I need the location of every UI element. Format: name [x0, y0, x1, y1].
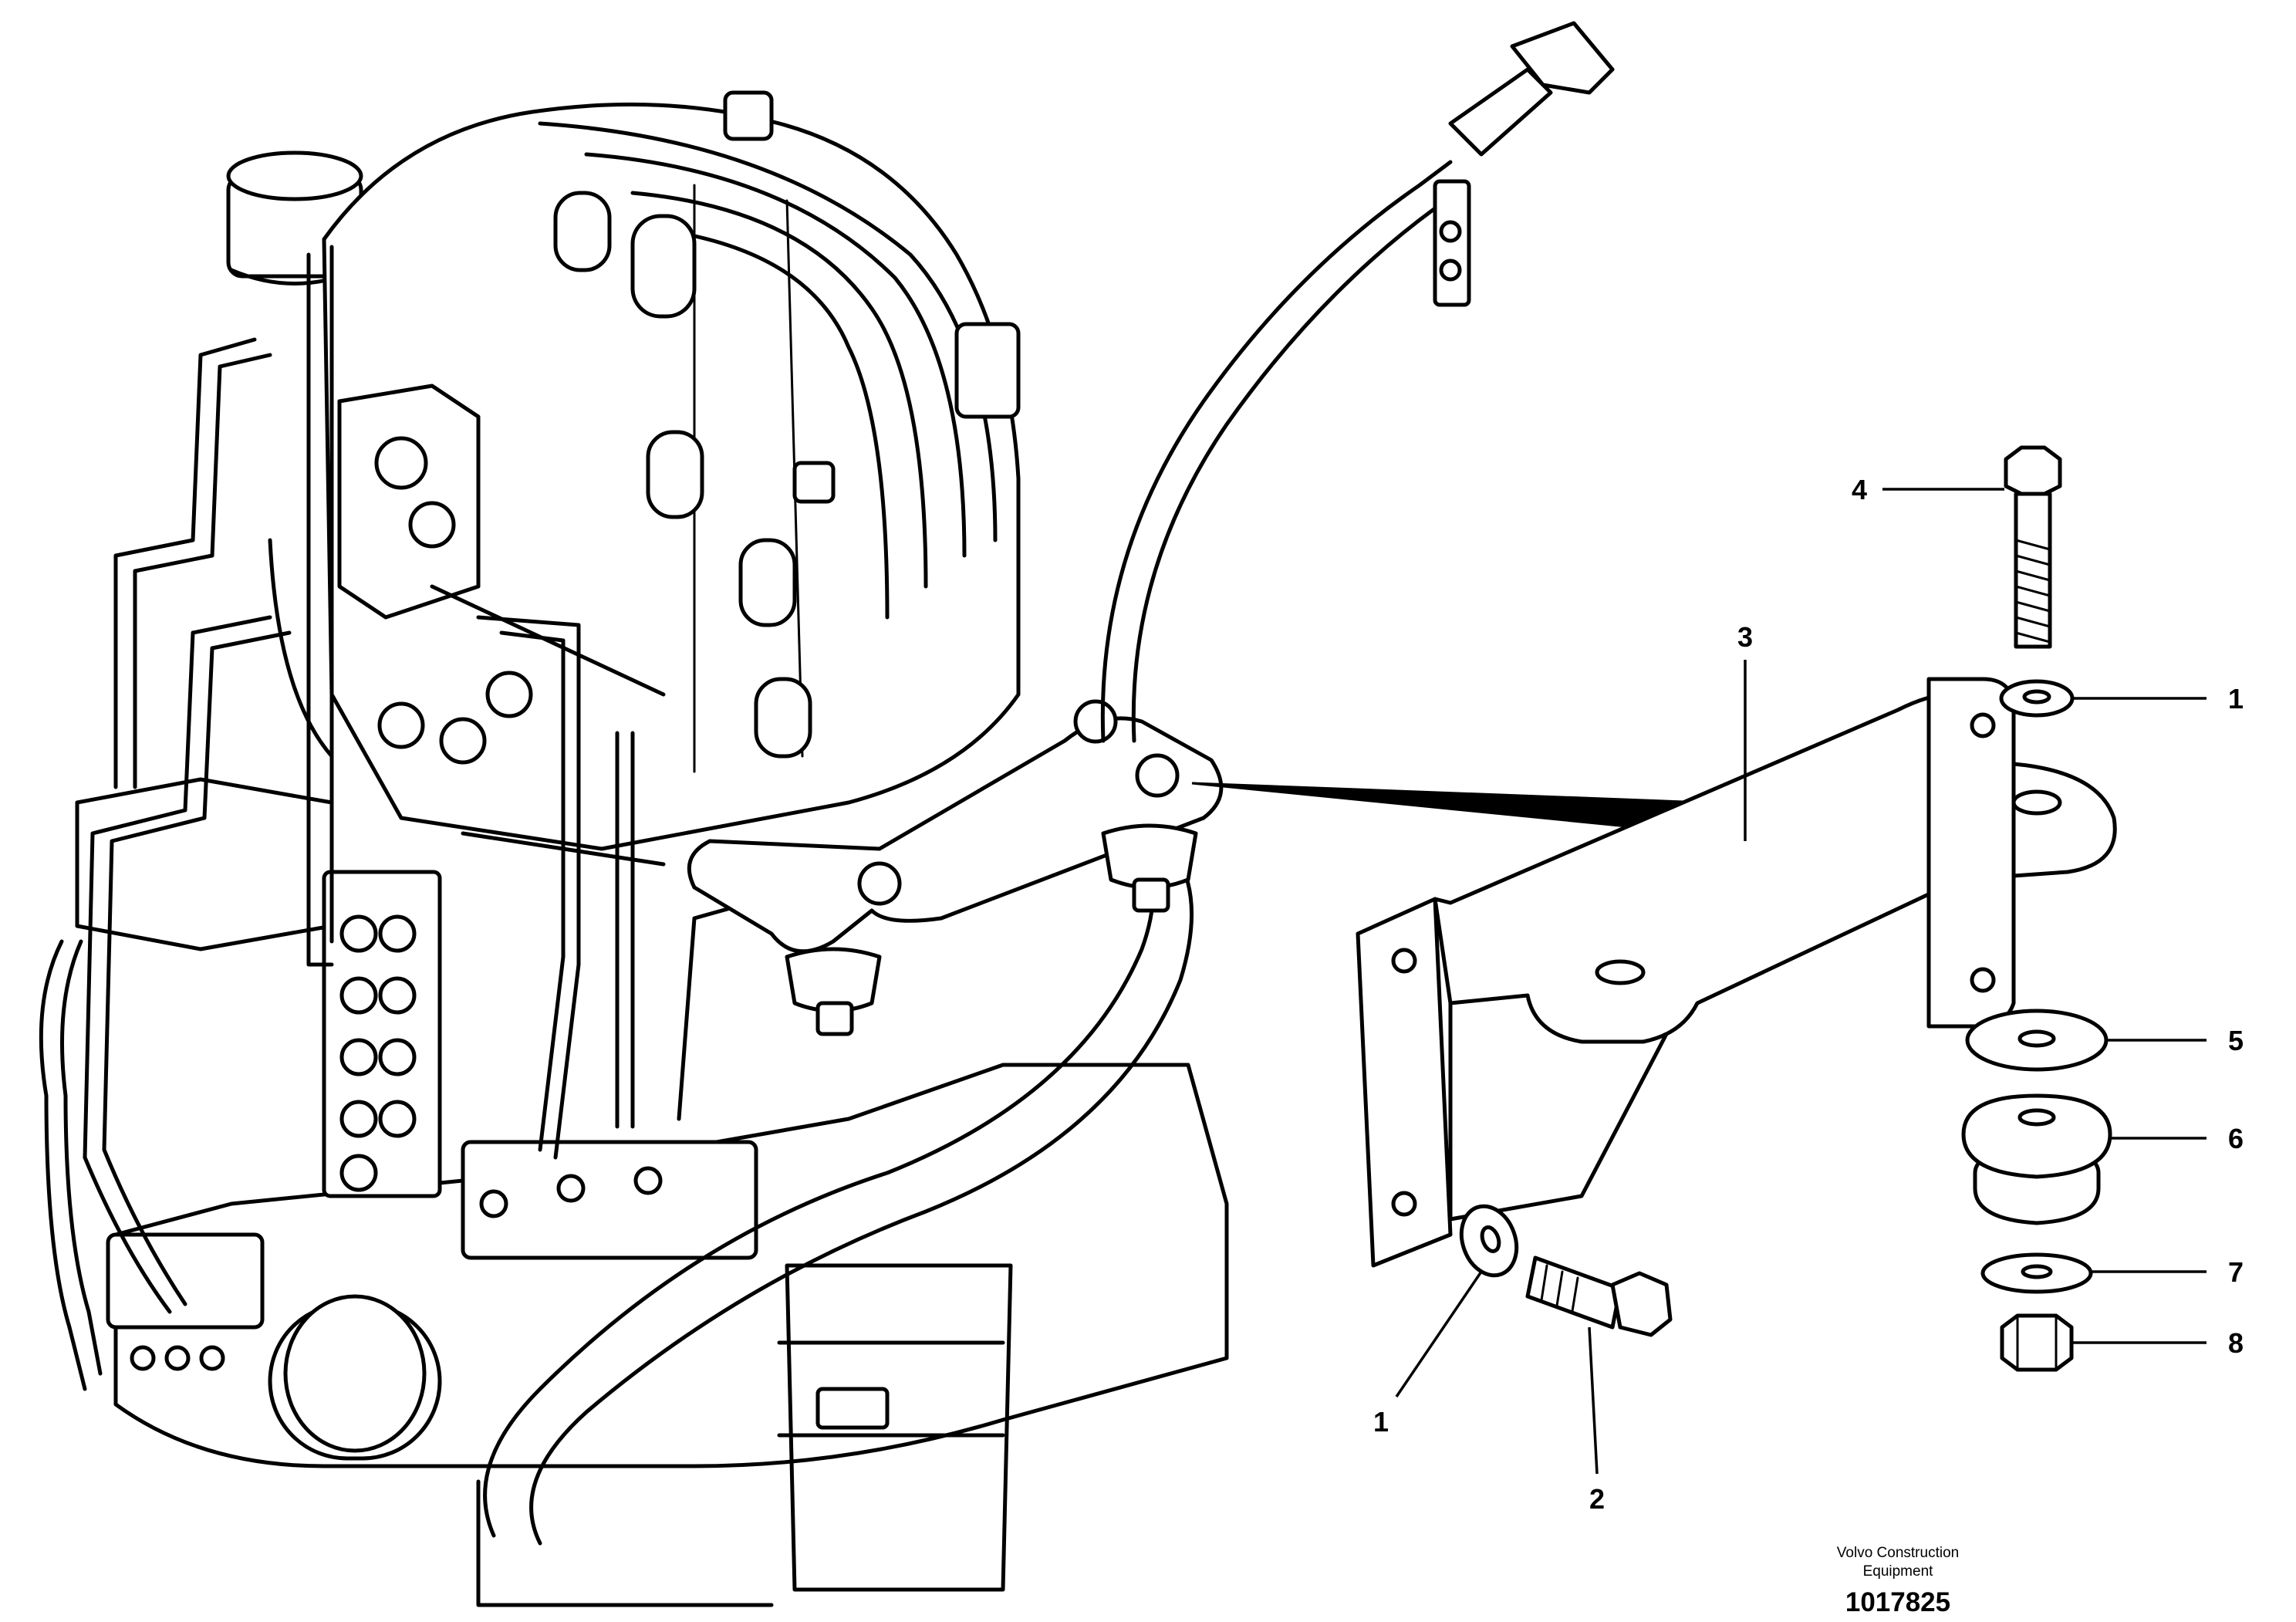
callout-bracket: 3 — [1737, 621, 1753, 653]
callout-nut: 8 — [2228, 1327, 2244, 1359]
callout-large-washer: 5 — [2228, 1025, 2244, 1056]
credit-line-2: Equipment — [1863, 1563, 1934, 1580]
washer-top-part — [1999, 679, 2075, 718]
reservoir-cap — [226, 150, 363, 286]
leader-lines — [1395, 488, 2207, 1475]
callout-small-washer: 7 — [2228, 1256, 2244, 1288]
nut-part — [2000, 1313, 2074, 1372]
callout-washer-bottom: 1 — [1373, 1406, 1389, 1438]
gear-housing — [322, 90, 1021, 851]
rubber-mount-part — [1961, 1093, 2112, 1225]
callout-washer-top: 1 — [2228, 683, 2244, 715]
transmission-assembly — [39, 21, 1615, 1607]
bracket-part — [1356, 677, 2117, 1268]
credit-block: Volvo Construction Equipment 1017825 — [1837, 1545, 1959, 1617]
long-bolt-part — [2004, 445, 2062, 649]
short-bolt-part — [1525, 1255, 1673, 1337]
callout-bolt-long: 4 — [1852, 474, 1867, 505]
lower-valve-body — [106, 1063, 1229, 1607]
large-washer-part — [1965, 1009, 2109, 1072]
callout-bolt-short: 2 — [1589, 1483, 1605, 1515]
washer-bottom-part — [1459, 1204, 1519, 1278]
credit-line-1: Volvo Construction — [1837, 1545, 1959, 1561]
small-washer-part — [1980, 1252, 2093, 1294]
callout-labels: 4 3 1 5 6 7 8 1 2 — [1373, 474, 2244, 1515]
drawing-number: 1017825 — [1845, 1587, 1950, 1617]
hydraulic-pipes — [39, 245, 1194, 1546]
control-valve-block — [75, 384, 758, 1260]
callout-rubber-mount: 6 — [2228, 1123, 2244, 1154]
dipstick-tube — [1100, 21, 1615, 743]
